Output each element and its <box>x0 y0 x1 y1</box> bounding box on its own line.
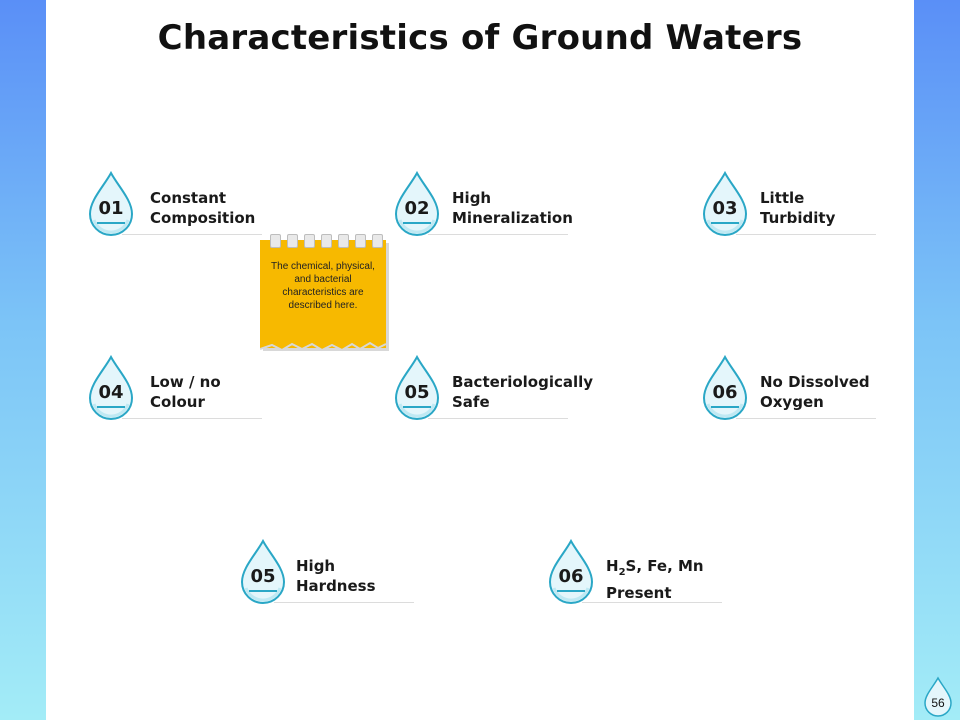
water-drop-icon <box>392 354 446 422</box>
number-underline <box>403 406 431 408</box>
number-underline <box>249 590 277 592</box>
slide-title: Characteristics of Ground Waters <box>157 18 803 58</box>
item-number: 06 <box>558 566 584 587</box>
page-number-badge: 56 <box>922 676 954 718</box>
item-divider <box>274 602 414 603</box>
water-drop-icon <box>86 354 140 422</box>
note-text: The chemical, physical, and bacterial ch… <box>271 261 375 311</box>
note-paper: The chemical, physical, and bacterial ch… <box>260 240 386 348</box>
water-drop-icon <box>700 354 754 422</box>
item-divider <box>122 418 262 419</box>
item-number: 05 <box>250 566 276 587</box>
item-divider <box>736 234 876 235</box>
item-number: 02 <box>404 198 430 219</box>
water-drop-icon <box>392 170 446 238</box>
right-side-band <box>914 0 960 720</box>
slide-canvas <box>46 0 914 720</box>
number-underline <box>711 222 739 224</box>
number-underline <box>97 406 125 408</box>
water-drop-icon <box>546 538 600 606</box>
item-divider <box>122 234 262 235</box>
item-number: 01 <box>98 198 124 219</box>
item-label: H2S, Fe, Mn Present <box>606 557 704 602</box>
number-underline <box>403 222 431 224</box>
number-underline <box>97 222 125 224</box>
sticky-note: The chemical, physical, and bacterial ch… <box>260 234 388 356</box>
page-number: 56 <box>931 696 945 710</box>
item-divider <box>428 234 568 235</box>
item-divider <box>736 418 876 419</box>
item-number: 03 <box>712 198 738 219</box>
spiral-binding <box>270 234 383 250</box>
water-drop-icon <box>86 170 140 238</box>
item-number: 04 <box>98 382 124 403</box>
number-underline <box>557 590 585 592</box>
item-number: 06 <box>712 382 738 403</box>
item-divider <box>428 418 568 419</box>
left-side-band <box>0 0 46 720</box>
water-drop-icon <box>700 170 754 238</box>
number-underline <box>711 406 739 408</box>
characteristic-item-h2s-fe-mn: 06 H2S, Fe, Mn Present <box>546 538 746 610</box>
water-drop-icon <box>238 538 292 606</box>
item-divider <box>582 602 722 603</box>
item-number: 05 <box>404 382 430 403</box>
torn-edge <box>260 338 387 352</box>
